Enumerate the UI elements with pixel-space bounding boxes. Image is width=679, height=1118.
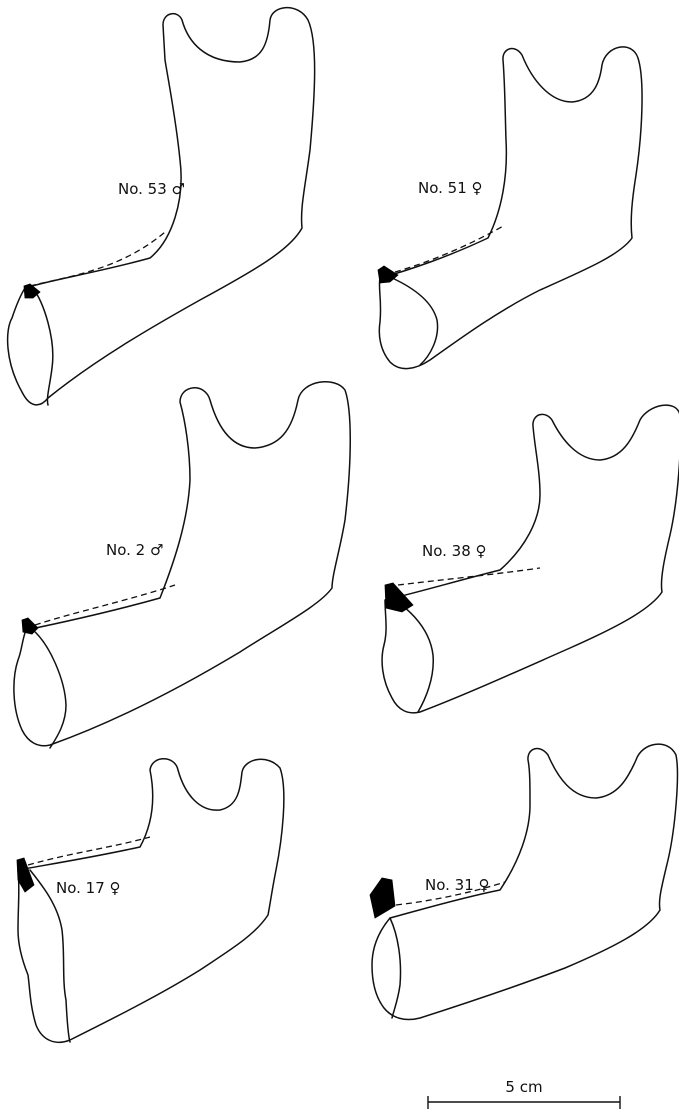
incisor-mark [370, 878, 395, 918]
alveolar-dashed-line [398, 568, 540, 585]
mandible-outline [372, 744, 677, 1019]
alveolar-dashed-line [35, 585, 175, 625]
scale-bar-label: 5 cm [505, 1078, 542, 1096]
mandible-specimen-2: No. 2 ♂ [14, 382, 350, 748]
mandible-specimen-51: No. 51 ♀ [378, 47, 642, 369]
specimen-label: No. 2 ♂ [106, 541, 163, 559]
mandible-specimen-17: No. 17 ♀ [17, 759, 284, 1043]
specimen-label: No. 31 ♀ [425, 876, 490, 894]
specimen-label: No. 53 ♂ [118, 180, 185, 198]
alveolar-dashed-line [395, 225, 505, 272]
specimen-label: No. 17 ♀ [56, 879, 121, 897]
specimen-label: No. 51 ♀ [418, 179, 483, 197]
incisor-mark [378, 266, 398, 283]
mandible-specimen-53: No. 53 ♂ [8, 8, 315, 405]
symphysis-outline [395, 600, 433, 712]
symphysis-outline [32, 287, 53, 405]
incisor-mark [385, 583, 413, 612]
symphysis-outline [390, 918, 401, 1018]
symphysis-outline [390, 277, 438, 365]
mandible-specimen-38: No. 38 ♀ [382, 405, 679, 713]
specimen-label: No. 38 ♀ [422, 542, 487, 560]
mandible-outline [8, 8, 315, 405]
mandible-outline [18, 759, 284, 1043]
incisor-mark [17, 858, 34, 892]
alveolar-dashed-line [28, 837, 150, 865]
mandible-outline [379, 47, 642, 369]
symphysis-outline [33, 630, 66, 748]
mandible-specimen-31: No. 31 ♀ [370, 744, 677, 1019]
scale-bar: 5 cm [428, 1078, 620, 1109]
